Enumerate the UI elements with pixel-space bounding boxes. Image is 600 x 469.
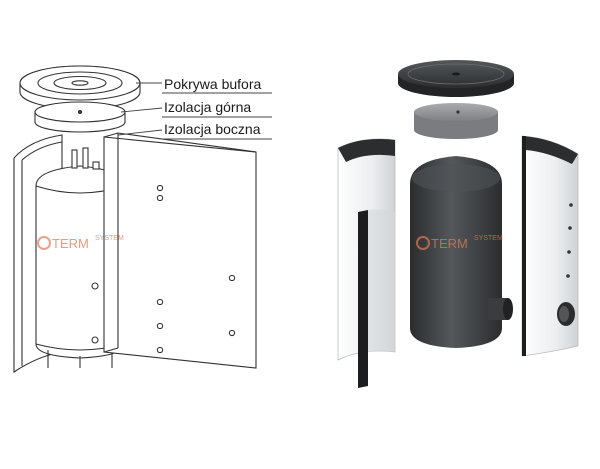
- label-side-insulation: Izolacja boczna: [164, 121, 261, 137]
- svg-text:SYSTEM: SYSTEM: [474, 235, 503, 242]
- watermark-left: TERM SYSTEM: [37, 235, 124, 251]
- top-insulation-render: [414, 103, 498, 139]
- watermark-right: TERM SYSTEM: [416, 235, 503, 251]
- label-buffer-lid: Pokrywa bufora: [164, 76, 261, 92]
- label-leaders: [117, 82, 272, 140]
- line-drawing: [13, 65, 272, 374]
- right-shell-render: [521, 135, 579, 357]
- rendered-product: [337, 60, 579, 388]
- buffer-lid-render: [398, 60, 514, 97]
- top-insulation-drawing: [34, 101, 126, 133]
- right-shell-drawing: [103, 132, 257, 369]
- label-top-insulation: Izolacja górna: [164, 99, 251, 115]
- svg-text:SYSTEM: SYSTEM: [95, 235, 124, 242]
- tank-render: [410, 156, 513, 348]
- svg-text:TERM: TERM: [431, 236, 468, 251]
- svg-text:TERM: TERM: [52, 236, 89, 251]
- left-shell-render: [337, 138, 396, 388]
